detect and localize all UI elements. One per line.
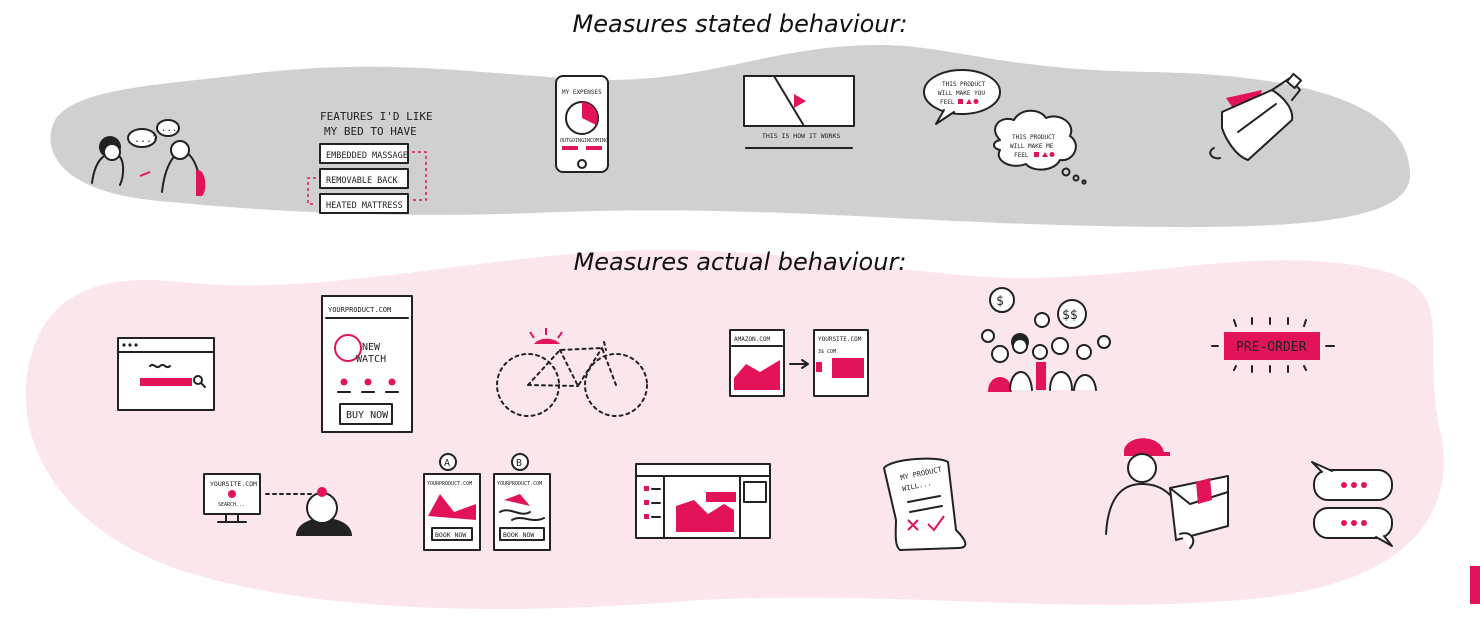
comparison-right-url: YOURSITE.COM: [818, 336, 862, 343]
variant-b-url: YOURPRODUCT.COM: [497, 481, 542, 487]
speech-line-1: THIS PRODUCT: [942, 81, 986, 88]
landing-page-illustration: YOURPRODUCT.COM NEW WATCH BUY NOW: [321, 295, 413, 433]
edge-accent-tab: [1470, 566, 1480, 604]
feature-list-title-2: MY BED TO HAVE: [324, 125, 417, 138]
variant-a-url: YOURPRODUCT.COM: [427, 481, 472, 487]
video-illustration: THIS IS HOW IT WORKS: [743, 75, 855, 149]
feature-item-3: HEATED MATTRESS: [326, 201, 403, 211]
concierge-illustration: YOURSITE.COM SEARCH...: [203, 473, 352, 536]
preorder-label: PRE-ORDER: [1236, 340, 1307, 355]
landing-cta: BUY NOW: [346, 410, 389, 421]
svg-text:$: $: [996, 294, 1004, 309]
concierge-status: SEARCH...: [218, 502, 245, 508]
landing-headline-2: WATCH: [356, 354, 386, 365]
variant-b-label: B: [516, 458, 522, 469]
letter-illustration: MY PRODUCT WILL...: [883, 457, 967, 551]
chat-bubbles-icon: [1311, 461, 1393, 547]
interview-illustration: ...? ...: [91, 119, 206, 196]
actual-band: [25, 249, 1444, 609]
speech-line-2: WILL MAKE YOU: [938, 90, 985, 97]
phone-title: MY EXPENSES: [562, 89, 602, 96]
thought-line-3: FEEL: [1014, 152, 1029, 159]
search-browser-icon: [117, 337, 215, 411]
feature-list-title-1: FEATURES I'D LIKE: [320, 110, 433, 123]
concierge-url: YOURSITE.COM: [210, 480, 257, 488]
phone-right-label: INCOMING: [584, 138, 608, 144]
speech-line-3: FEEL: [940, 99, 955, 106]
preorder-illustration: PRE-ORDER: [1211, 317, 1335, 373]
comparison-price: 3$ COM: [818, 349, 836, 355]
stated-band: [50, 45, 1410, 228]
landing-url: YOURPRODUCT.COM: [328, 306, 391, 314]
comparison-illustration: AMAZON.COM YOURSITE.COM 3$ COM: [729, 329, 869, 397]
interview-bubble-1: ...?: [134, 134, 158, 145]
bicycle-icon: [496, 328, 648, 417]
variant-a-cta: BOOK NOW: [435, 531, 466, 539]
feature-item-1: EMBEDDED MASSAGE: [326, 151, 408, 161]
comparison-left-url: AMAZON.COM: [734, 336, 771, 343]
feature-item-2: REMOVABLE BACK: [326, 176, 399, 186]
svg-text:$$: $$: [1062, 308, 1078, 323]
stated-behaviour-heading: Measures stated behaviour:: [572, 10, 908, 38]
interview-bubble-2: ...: [161, 124, 177, 134]
dashboard-icon: [635, 463, 771, 539]
video-caption: THIS IS HOW IT WORKS: [762, 132, 840, 140]
variant-a-label: A: [444, 458, 450, 469]
landing-headline-1: NEW: [362, 342, 381, 353]
rocket-bottle-icon: [1209, 72, 1303, 161]
actual-behaviour-heading: Measures actual behaviour:: [573, 248, 907, 276]
feature-list-illustration: FEATURES I'D LIKE MY BED TO HAVE EMBEDDE…: [307, 110, 433, 214]
variant-b-cta: BOOK NOW: [503, 531, 534, 539]
thought-line-1: THIS PRODUCT: [1012, 134, 1056, 141]
phone-expenses-illustration: MY EXPENSES OUTGOING INCOMING: [555, 75, 609, 173]
thought-cloud-illustration: THIS PRODUCT WILL MAKE ME FEEL: [993, 109, 1087, 185]
phone-left-label: OUTGOING: [560, 138, 584, 144]
ab-test-illustration: A B YOURPRODUCT.COM BOOK NOW YOURPRODUCT…: [423, 453, 551, 551]
crowd-icon: $ $$: [981, 287, 1111, 392]
thought-line-2: WILL MAKE ME: [1010, 143, 1054, 150]
speech-bubble-illustration: THIS PRODUCT WILL MAKE YOU FEEL: [923, 69, 1001, 125]
delivery-person-icon: [1105, 438, 1229, 549]
